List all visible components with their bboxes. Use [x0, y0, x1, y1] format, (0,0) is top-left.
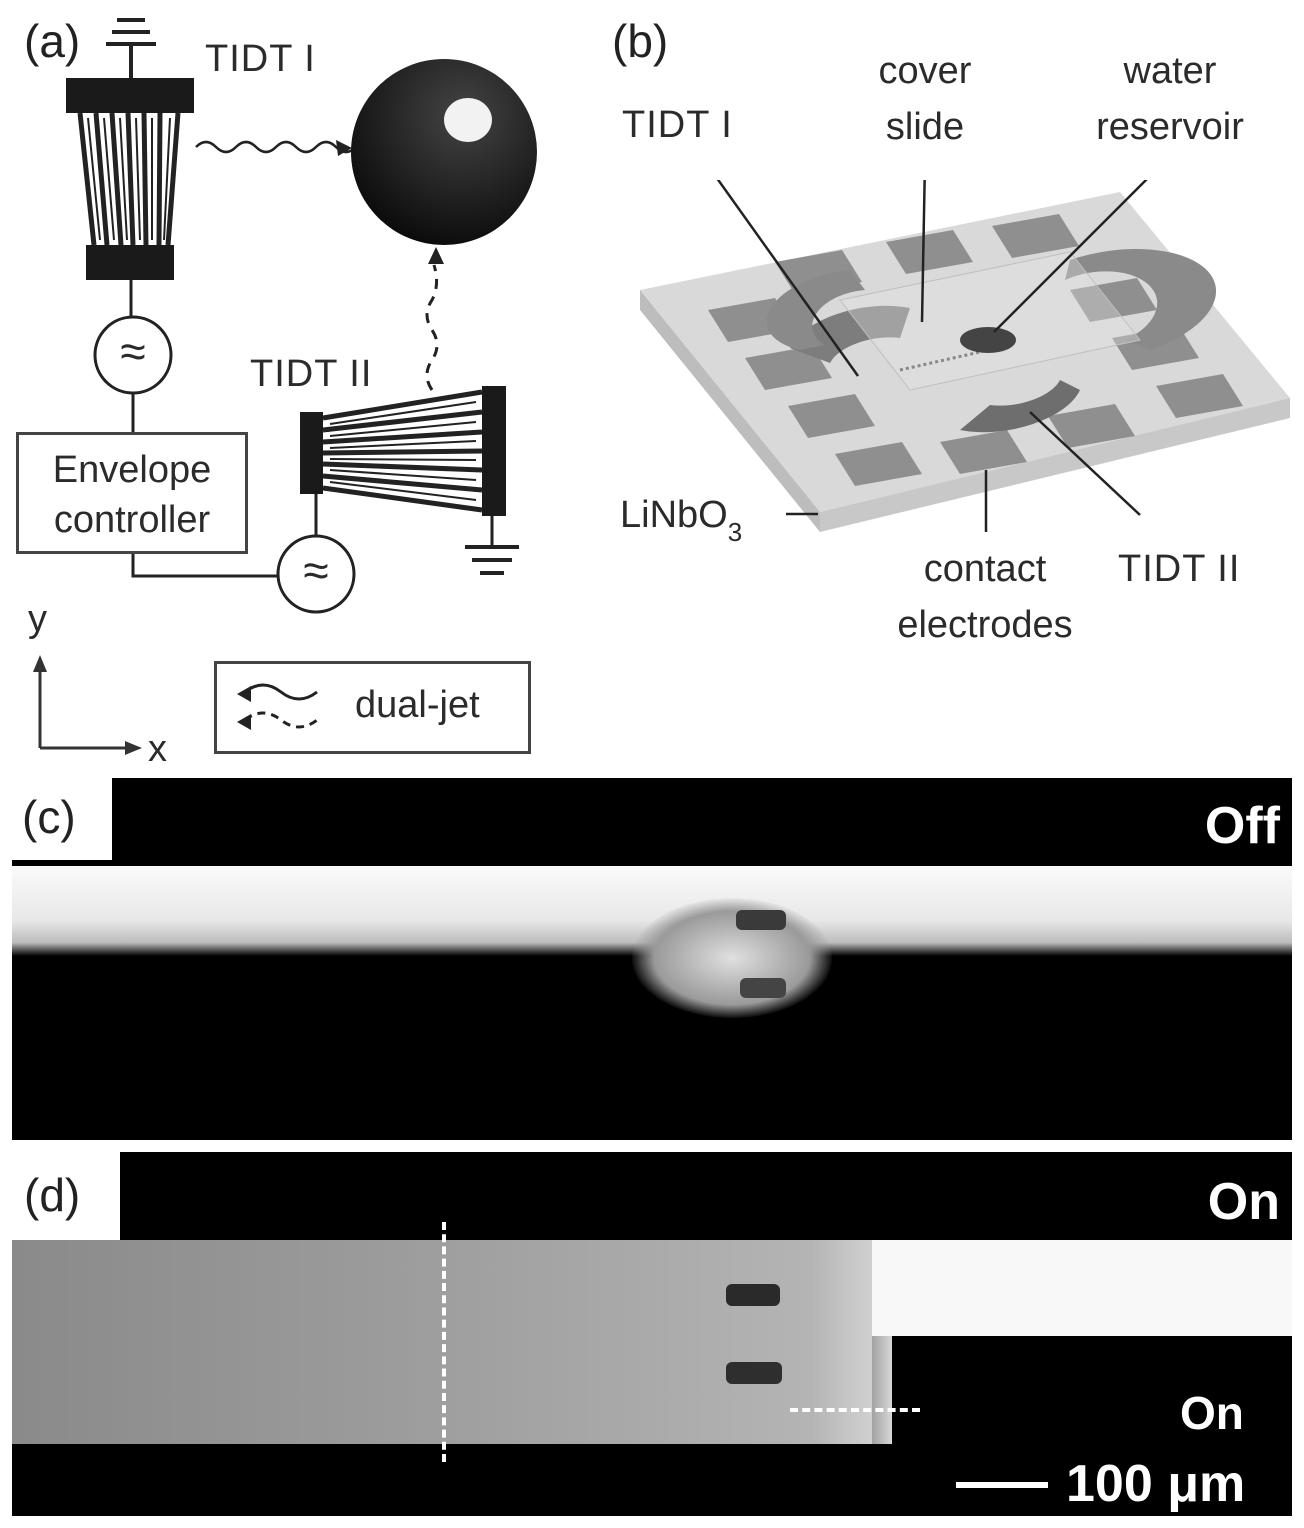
scale-bar [956, 1482, 1048, 1488]
ground-symbol-bottom [465, 545, 519, 575]
b-tidt1-label: TIDT I [622, 104, 733, 146]
channel-bright-right [872, 1240, 1292, 1336]
panel-d-inner-label: On [1180, 1387, 1244, 1439]
obstacle-bottom [726, 1362, 782, 1384]
envelope-controller-line1: Envelope [52, 449, 212, 491]
tidt1-transducer [66, 78, 194, 280]
panel-d-micrograph: (d) On On 100 μm [12, 1152, 1292, 1516]
dashed-marker-vertical [442, 1222, 446, 1462]
contact-electrodes-label-line1: contact [923, 548, 1047, 590]
panel-c-state-label: Off [1204, 797, 1280, 855]
cover-slide-label-line2: slide [885, 106, 965, 148]
tidt2-label: TIDT II [250, 353, 373, 395]
envelope-controller-line2: controller [53, 499, 211, 541]
legend-label: dual-jet [355, 684, 480, 726]
tidt1-label: TIDT I [205, 38, 316, 80]
obstacle-top [736, 910, 786, 930]
b-tidt2-label: TIDT II [1118, 548, 1241, 590]
ground-symbol-top [106, 18, 156, 78]
rf-source-1-symbol: ≈ [120, 325, 146, 377]
obstacle-bottom [740, 978, 786, 998]
axis-y-label: y [28, 598, 47, 640]
axis-x-label: x [148, 728, 167, 770]
panel-c-letter-tag: (c) [12, 778, 112, 860]
dashed-marker-horizontal [790, 1408, 920, 1412]
substrate-label-subscript: 3 [727, 517, 743, 547]
panel-d-letter-tag: (d) [12, 1152, 120, 1240]
panel-d-letter: (d) [24, 1169, 81, 1221]
obstacle-top [726, 1284, 780, 1306]
scale-bar-label: 100 μm [1066, 1455, 1246, 1513]
envelope-controller-box: Envelope controller [16, 432, 248, 554]
water-reservoir-shape [960, 327, 1016, 353]
panel-a-letter: (a) [24, 15, 81, 67]
panel-c-micrograph: (c) Off [12, 778, 1292, 1140]
panel-d-state-label: On [1207, 1173, 1280, 1231]
droplet [351, 59, 537, 245]
contact-electrodes-label-line2: electrodes [897, 604, 1073, 646]
water-reservoir-label-line2: reservoir [1096, 106, 1244, 148]
device-3d-illustration [640, 180, 1290, 532]
panel-c-letter: (c) [22, 791, 76, 843]
axes-indicator [33, 655, 142, 755]
rf-source-2 [276, 534, 356, 614]
substrate-label: LiNbO3 [620, 494, 742, 545]
substrate-label-main: LiNbO [620, 494, 728, 536]
wavy-arrow [195, 140, 373, 154]
panel-b-letter: (b) [612, 15, 669, 67]
panel-a-schematic [33, 18, 537, 755]
legend-box: dual-jet [214, 661, 531, 754]
rf-source-2-symbol: ≈ [303, 544, 329, 596]
dashed-arrow [425, 264, 439, 391]
cover-slide-label-line1: cover [878, 50, 972, 92]
dual-jet-legend-icon [237, 683, 318, 730]
water-reservoir-label-line1: water [1123, 50, 1217, 92]
channel-bulge [632, 898, 832, 1018]
tidt2-transducer [300, 386, 506, 516]
